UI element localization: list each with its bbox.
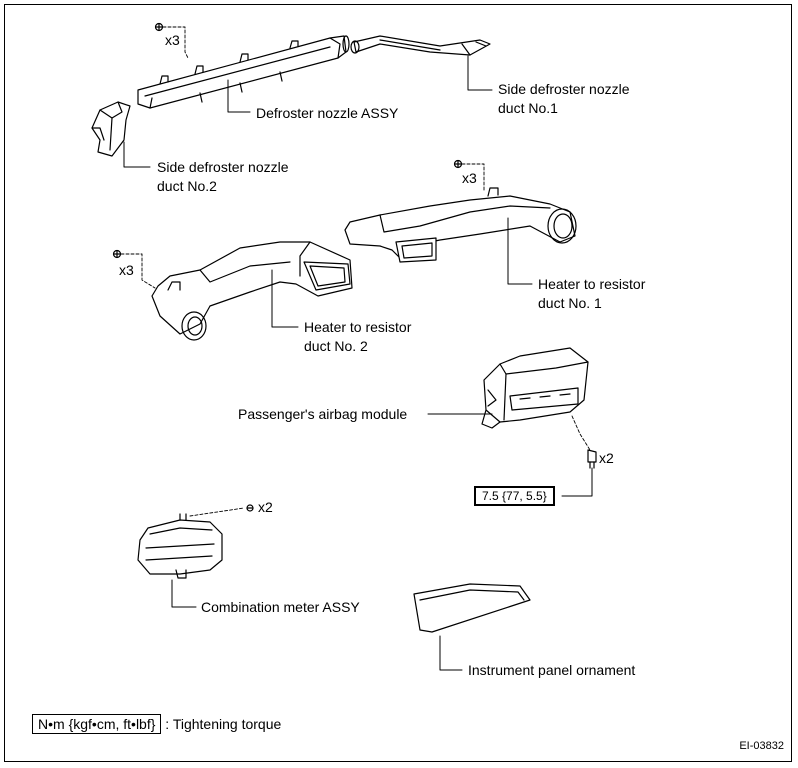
- torque-legend: N•m {kgf•cm, ft•lbf} : Tightening torque: [32, 714, 281, 734]
- label-side-defroster-duct-1: Side defroster nozzle duct No.1: [498, 80, 630, 118]
- leader-lines: [123, 55, 593, 671]
- label-line: duct No. 1: [538, 295, 602, 311]
- label-combination-meter-assy: Combination meter ASSY: [201, 599, 360, 615]
- label-line: duct No.2: [157, 178, 217, 194]
- instrument-panel-ornament: [413, 583, 531, 633]
- label-line: duct No. 2: [304, 338, 368, 354]
- quantity-heater-duct-1-screws: x3: [462, 170, 477, 186]
- screw-icon: [154, 22, 164, 32]
- label-passengers-airbag-module: Passenger's airbag module: [238, 406, 408, 422]
- label-line: Heater to resistor: [538, 276, 646, 292]
- figure-code: EI-03832: [739, 740, 784, 752]
- label-side-defroster-duct-2: Side defroster nozzle duct No.2: [157, 158, 289, 196]
- quantity-airbag-bolts: x2: [599, 450, 614, 466]
- screw-icon: [112, 249, 122, 259]
- combination-meter-assy: [137, 513, 223, 579]
- heater-duct-2: [151, 241, 353, 341]
- screw-icon: [453, 159, 463, 169]
- diagram-frame: [4, 4, 792, 762]
- torque-spec-box: 7.5 {77, 5.5}: [474, 486, 555, 506]
- label-line: Heater to resistor: [304, 319, 412, 335]
- label-heater-duct-2: Heater to resistor duct No. 2: [304, 318, 411, 356]
- torque-units-box: N•m {kgf•cm, ft•lbf}: [32, 714, 162, 734]
- torque-legend-text: : Tightening torque: [165, 716, 282, 732]
- label-line: duct No.1: [498, 100, 558, 116]
- side-defroster-duct-2: [91, 101, 131, 157]
- label-line: Side defroster nozzle: [157, 159, 289, 175]
- heater-duct-1: [344, 187, 577, 263]
- quantity-meter-screws: x2: [258, 499, 273, 515]
- defroster-nozzle-assy: [137, 35, 350, 109]
- label-instrument-panel-ornament: Instrument panel ornament: [468, 662, 636, 678]
- label-line: Side defroster nozzle: [498, 81, 630, 97]
- screw-icon: [246, 504, 254, 512]
- label-defroster-nozzle-assy: Defroster nozzle ASSY: [256, 105, 399, 121]
- quantity-heater-duct-2-screws: x3: [119, 262, 134, 278]
- label-heater-duct-1: Heater to resistor duct No. 1: [538, 275, 645, 313]
- passengers-airbag-module: [481, 347, 589, 429]
- bolt-icon: [587, 449, 597, 469]
- quantity-defroster-screws: x3: [165, 32, 180, 48]
- side-defroster-duct-1: [350, 35, 491, 56]
